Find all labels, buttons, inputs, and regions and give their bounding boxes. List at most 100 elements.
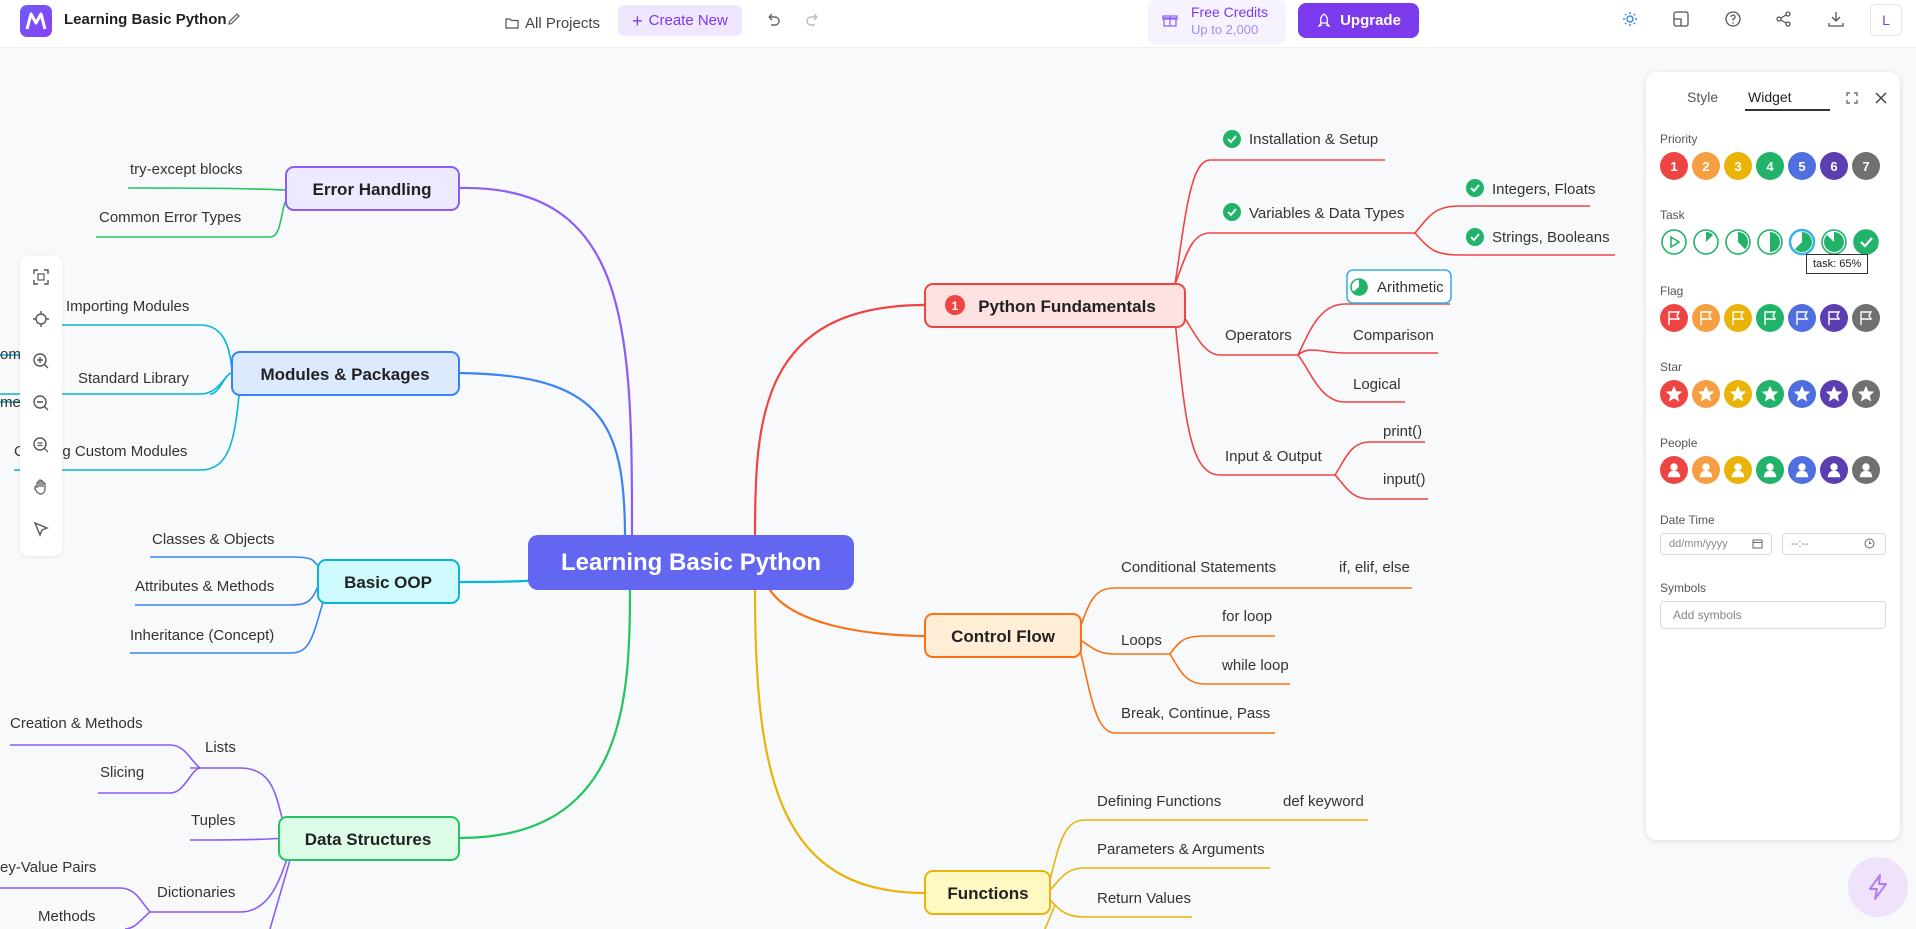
priority-option-4[interactable]: 4: [1756, 152, 1784, 180]
oop-node: [317, 559, 460, 604]
check-icon: [1223, 203, 1241, 221]
functions-node: [924, 870, 1051, 915]
edit-title-icon[interactable]: [226, 11, 242, 32]
star-option-2[interactable]: [1692, 380, 1720, 408]
star-option-6[interactable]: [1820, 380, 1848, 408]
check-icon: [1466, 228, 1484, 246]
flag-option-5[interactable]: [1788, 304, 1816, 332]
theme-sun-icon[interactable]: [1621, 10, 1639, 33]
task-progress-icon[interactable]: [1788, 228, 1816, 256]
task-progress-icon[interactable]: [1820, 228, 1848, 256]
oop-label: Basic OOP: [344, 573, 432, 592]
ai-assistant-button[interactable]: [1848, 857, 1908, 917]
rocket-icon: [1317, 12, 1331, 27]
priority-number: 3: [1734, 158, 1742, 174]
redo-icon[interactable]: [804, 11, 822, 34]
person-option-7[interactable]: [1852, 456, 1880, 484]
layout-icon[interactable]: [1672, 10, 1690, 33]
tab-style[interactable]: Style: [1687, 89, 1719, 105]
document-title[interactable]: Learning Basic Python: [64, 11, 227, 28]
tab-widget[interactable]: Widget: [1748, 89, 1792, 105]
star-icon: [1698, 386, 1714, 402]
priority-number: 5: [1798, 158, 1806, 174]
flag-option-4[interactable]: [1756, 304, 1784, 332]
user-avatar[interactable]: L: [1870, 4, 1902, 36]
task-progress-icon[interactable]: [1724, 228, 1752, 256]
zoom-reset-icon[interactable]: [32, 436, 50, 454]
priority-option-2[interactable]: 2: [1692, 152, 1720, 180]
root-node: [528, 535, 854, 590]
priority-option-7[interactable]: 7: [1852, 152, 1880, 180]
flag-icon: [1860, 311, 1873, 325]
star-option-4[interactable]: [1756, 380, 1784, 408]
free-credits-button[interactable]: Free Credits Up to 2,000: [1148, 0, 1286, 44]
zoom-out-icon[interactable]: [32, 394, 50, 412]
control-flow-label: Control Flow: [951, 627, 1056, 646]
person-icon: [1795, 463, 1809, 478]
leaf-print: print(): [1383, 423, 1422, 440]
datetime-label: Date Time: [1660, 513, 1715, 527]
leaf-lists: Lists: [205, 739, 236, 756]
person-option-1[interactable]: [1660, 456, 1688, 484]
flag-icon: [1764, 311, 1777, 325]
canvas-toolbar: [20, 256, 62, 556]
task-progress-icon[interactable]: [1756, 228, 1784, 256]
priority-badge-label: 1: [952, 299, 959, 313]
symbols-label: Symbols: [1660, 581, 1707, 595]
all-projects-button[interactable]: All Projects: [505, 10, 600, 36]
person-option-5[interactable]: [1788, 456, 1816, 484]
leaf-partial-me: me: [0, 394, 21, 411]
star-options: [1660, 380, 1880, 408]
leaf-creation-methods: Creation & Methods: [10, 715, 143, 732]
create-new-button[interactable]: + Create New: [618, 5, 742, 36]
priority-option-5[interactable]: 5: [1788, 152, 1816, 180]
person-option-6[interactable]: [1820, 456, 1848, 484]
star-option-3[interactable]: [1724, 380, 1752, 408]
star-option-1[interactable]: [1660, 380, 1688, 408]
priority-option-3[interactable]: 3: [1724, 152, 1752, 180]
upgrade-label: Upgrade: [1340, 12, 1401, 29]
upgrade-button[interactable]: Upgrade: [1298, 3, 1419, 38]
priority-option-6[interactable]: 6: [1820, 152, 1848, 180]
person-option-4[interactable]: [1756, 456, 1784, 484]
expand-icon[interactable]: [1846, 92, 1858, 104]
leaf-defining-functions: Defining Functions: [1097, 793, 1221, 810]
mindmap-canvas[interactable]: Learning Basic Python Error Handling Mod…: [0, 48, 1916, 929]
flag-label: Flag: [1660, 284, 1684, 298]
person-option-3[interactable]: [1724, 456, 1752, 484]
task-progress-icon[interactable]: [1692, 228, 1720, 256]
flag-option-2[interactable]: [1692, 304, 1720, 332]
flag-option-1[interactable]: [1660, 304, 1688, 332]
folder-icon: [505, 18, 519, 29]
flag-option-3[interactable]: [1724, 304, 1752, 332]
task-done-icon[interactable]: [1852, 228, 1880, 256]
symbols-input[interactable]: Add symbols: [1660, 601, 1886, 629]
date-input[interactable]: dd/mm/yyyy: [1660, 533, 1772, 555]
flag-option-7[interactable]: [1852, 304, 1880, 332]
download-icon[interactable]: [1827, 10, 1845, 33]
pointer-icon[interactable]: [32, 520, 50, 538]
center-icon[interactable]: [32, 310, 50, 328]
leaf-importing-modules: Importing Modules: [66, 298, 189, 315]
share-icon[interactable]: [1775, 10, 1793, 33]
close-icon[interactable]: [1874, 91, 1888, 105]
undo-icon[interactable]: [764, 11, 782, 34]
leaf-integers-floats: Integers, Floats: [1492, 181, 1595, 198]
person-option-2[interactable]: [1692, 456, 1720, 484]
flag-option-6[interactable]: [1820, 304, 1848, 332]
star-option-5[interactable]: [1788, 380, 1816, 408]
all-projects-label: All Projects: [525, 14, 601, 32]
hand-pan-icon[interactable]: [32, 478, 50, 496]
time-input[interactable]: --:--: [1782, 533, 1886, 555]
fit-view-icon[interactable]: [32, 268, 50, 286]
star-option-7[interactable]: [1852, 380, 1880, 408]
help-icon[interactable]: [1724, 10, 1742, 33]
functions-label: Functions: [947, 884, 1028, 903]
leaf-dictionaries: Dictionaries: [157, 884, 235, 901]
task-start-icon[interactable]: [1660, 228, 1688, 256]
check-icon: [1466, 179, 1484, 197]
app-logo[interactable]: [20, 5, 52, 37]
zoom-in-icon[interactable]: [32, 352, 50, 370]
error-handling-node: [285, 166, 460, 211]
priority-option-1[interactable]: 1: [1660, 152, 1688, 180]
